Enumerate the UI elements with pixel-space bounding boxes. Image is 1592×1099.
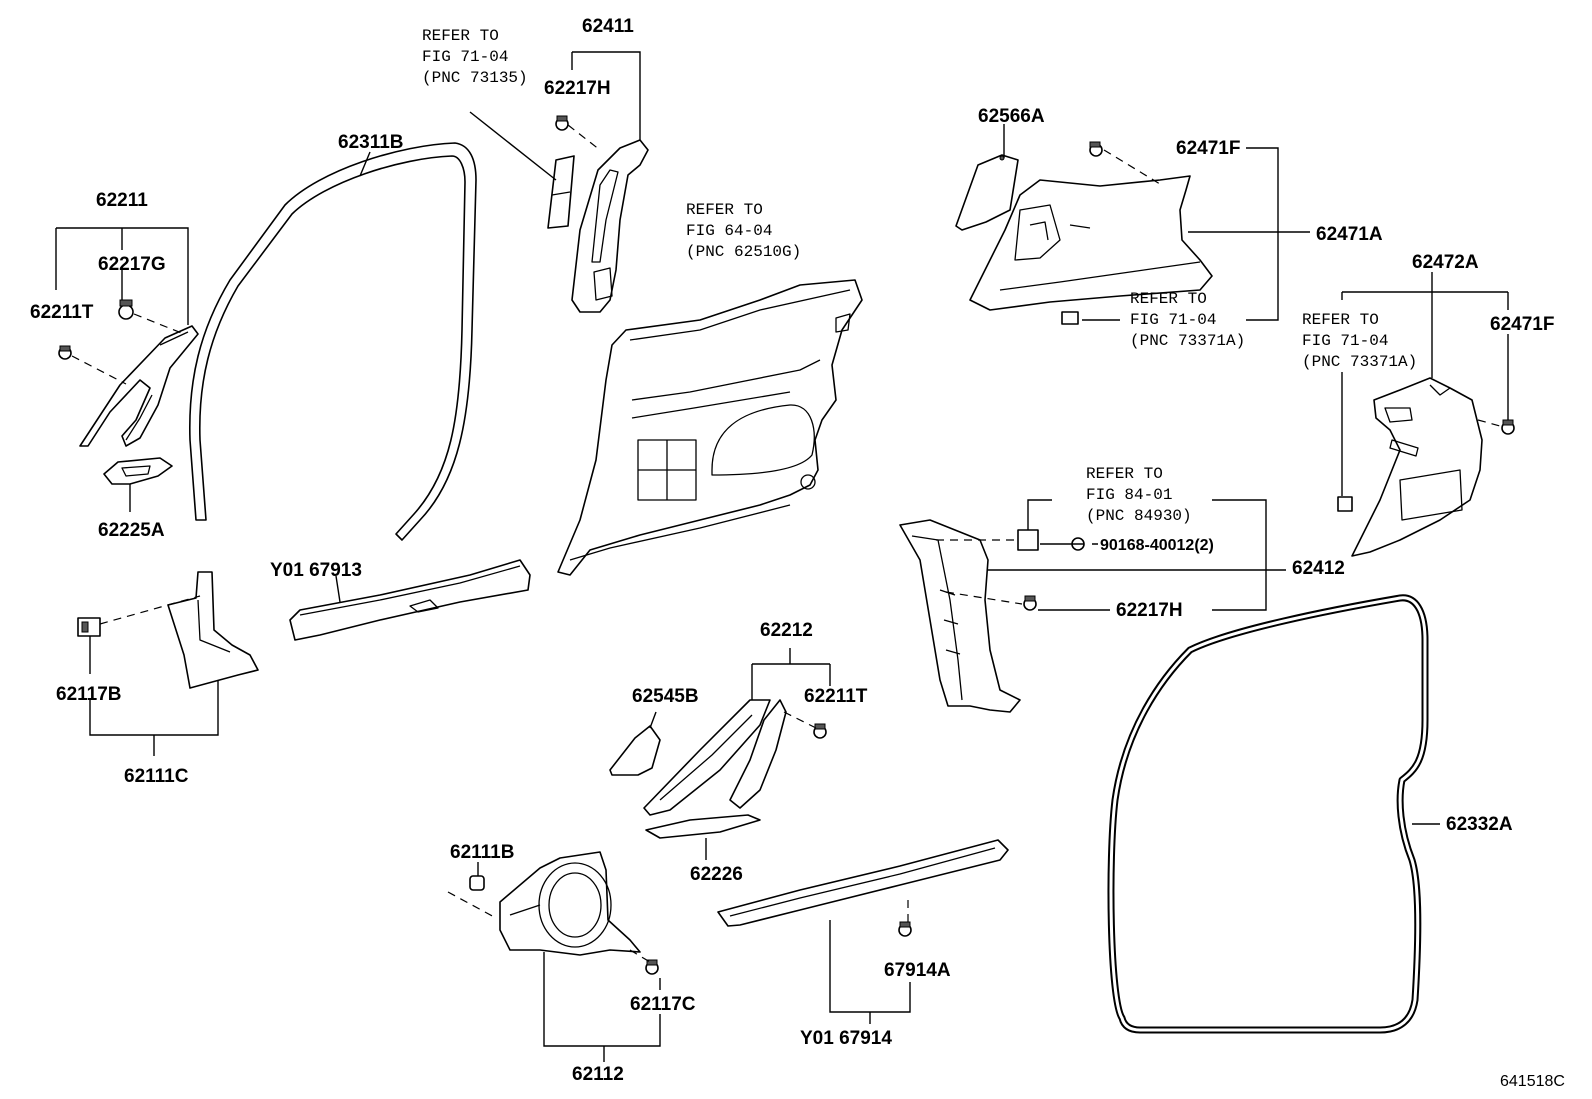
part-62566A-drawing bbox=[955, 154, 1019, 231]
part-62311B-drawing bbox=[188, 142, 477, 541]
label-62545B: 62545B bbox=[632, 686, 699, 707]
svg-text:REFER TO: REFER TO bbox=[1086, 465, 1163, 483]
ref-note-fig-84-01-84930: REFER TO FIG 84-01 (PNC 84930) bbox=[1086, 465, 1192, 525]
svg-text:FIG 71-04: FIG 71-04 bbox=[422, 48, 508, 66]
label-62412: 62412 bbox=[1292, 558, 1345, 579]
label-62112: 62112 bbox=[572, 1064, 624, 1085]
part-62212-drawing bbox=[643, 699, 787, 816]
part-62112-drawing bbox=[499, 851, 641, 956]
part-62412-drawing bbox=[899, 519, 1039, 713]
clip-62117C-drawing bbox=[645, 959, 659, 975]
svg-text:REFER TO: REFER TO bbox=[1130, 290, 1207, 308]
svg-text:(PNC 73135): (PNC 73135) bbox=[422, 69, 528, 87]
part-Y01-67913-drawing bbox=[289, 559, 531, 641]
label-67914A: 67914A bbox=[884, 960, 951, 981]
leader-lines bbox=[55, 51, 1509, 1062]
clip-62211T-mid-drawing bbox=[813, 723, 827, 739]
part-62471A-drawing bbox=[969, 175, 1213, 325]
label-62211T-left: 62211T bbox=[30, 302, 94, 323]
svg-text:(PNC 73371A): (PNC 73371A) bbox=[1302, 353, 1417, 371]
part-62111C-drawing bbox=[167, 571, 259, 689]
label-62471F-top: 62471F bbox=[1176, 138, 1240, 159]
label-62471F-right: 62471F bbox=[1490, 314, 1554, 335]
part-62225A-drawing bbox=[103, 457, 173, 485]
clip-62111B-drawing bbox=[469, 875, 485, 891]
label-62217H-mid: 62217H bbox=[1116, 600, 1183, 621]
label-Y01-67913: Y01 67913 bbox=[270, 560, 362, 581]
part-62226-drawing bbox=[645, 814, 761, 839]
figure-code: 641518C bbox=[1500, 1073, 1565, 1090]
part-62332A-drawing bbox=[1107, 594, 1429, 1034]
svg-text:(PNC 73371A): (PNC 73371A) bbox=[1130, 332, 1245, 350]
label-62566A: 62566A bbox=[978, 106, 1045, 127]
svg-text:FIG 71-04: FIG 71-04 bbox=[1130, 311, 1216, 329]
reference-notes: REFER TO FIG 71-04 (PNC 73135) REFER TO … bbox=[422, 27, 1417, 525]
clip-67914A-drawing bbox=[898, 921, 912, 937]
label-Y01-67914: Y01 67914 bbox=[800, 1028, 892, 1049]
clip-62471F-top-drawing bbox=[1089, 141, 1103, 157]
label-62472A: 62472A bbox=[1412, 252, 1479, 273]
clip-62117B-drawing bbox=[77, 617, 101, 637]
svg-text:FIG 64-04: FIG 64-04 bbox=[686, 222, 772, 240]
label-62217G: 62217G bbox=[98, 254, 166, 275]
label-62471A: 62471A bbox=[1316, 224, 1383, 245]
label-62211T-mid: 62211T bbox=[804, 686, 868, 707]
part-labels: 62411 62217H 62311B 62211 62217G 62211T … bbox=[30, 16, 1565, 1090]
label-62117C: 62117C bbox=[630, 994, 696, 1015]
clip-62211T-left-drawing bbox=[58, 345, 72, 360]
label-62311B: 62311B bbox=[338, 132, 404, 153]
part-62545B-drawing bbox=[609, 725, 661, 776]
svg-text:REFER TO: REFER TO bbox=[686, 201, 763, 219]
ref-note-fig-71-04-73135: REFER TO FIG 71-04 (PNC 73135) bbox=[422, 27, 528, 87]
label-62217H-top: 62217H bbox=[544, 78, 611, 99]
part-Y01-67914-drawing bbox=[717, 839, 1009, 927]
svg-text:REFER TO: REFER TO bbox=[422, 27, 499, 45]
label-62117B: 62117B bbox=[56, 684, 122, 705]
part-62411-drawing bbox=[547, 139, 649, 313]
ref-note-fig-64-04-62510G: REFER TO FIG 64-04 (PNC 62510G) bbox=[686, 201, 801, 261]
label-62226: 62226 bbox=[690, 864, 743, 885]
part-quarter-trim-panel-drawing bbox=[557, 279, 863, 576]
ref-note-fig-71-04-73371A-right: REFER TO FIG 71-04 (PNC 73371A) bbox=[1302, 311, 1417, 371]
svg-text:REFER TO: REFER TO bbox=[1302, 311, 1379, 329]
clip-62217H-mid-drawing bbox=[1023, 595, 1037, 611]
svg-text:(PNC 62510G): (PNC 62510G) bbox=[686, 243, 801, 261]
clip-62217G-drawing bbox=[118, 299, 134, 320]
part-62472A-drawing bbox=[1337, 377, 1483, 557]
svg-text:(PNC 84930): (PNC 84930) bbox=[1086, 507, 1192, 525]
screw-90168-drawing bbox=[1062, 537, 1085, 551]
label-62212: 62212 bbox=[760, 620, 813, 641]
label-62411: 62411 bbox=[582, 16, 634, 37]
clip-62471F-right-drawing bbox=[1501, 419, 1515, 435]
label-90168-40012: 90168-40012(2) bbox=[1100, 537, 1214, 554]
part-62211-drawing bbox=[79, 325, 199, 447]
label-62211: 62211 bbox=[96, 190, 148, 211]
svg-text:FIG 84-01: FIG 84-01 bbox=[1086, 486, 1172, 504]
label-62111B: 62111B bbox=[450, 842, 514, 863]
svg-text:FIG 71-04: FIG 71-04 bbox=[1302, 332, 1388, 350]
label-62332A: 62332A bbox=[1446, 814, 1513, 835]
label-62111C: 62111C bbox=[124, 766, 189, 787]
label-62225A: 62225A bbox=[98, 520, 165, 541]
clip-62217H-top-drawing bbox=[555, 115, 569, 131]
ref-note-fig-71-04-73371A-upper: REFER TO FIG 71-04 (PNC 73371A) bbox=[1130, 290, 1245, 350]
